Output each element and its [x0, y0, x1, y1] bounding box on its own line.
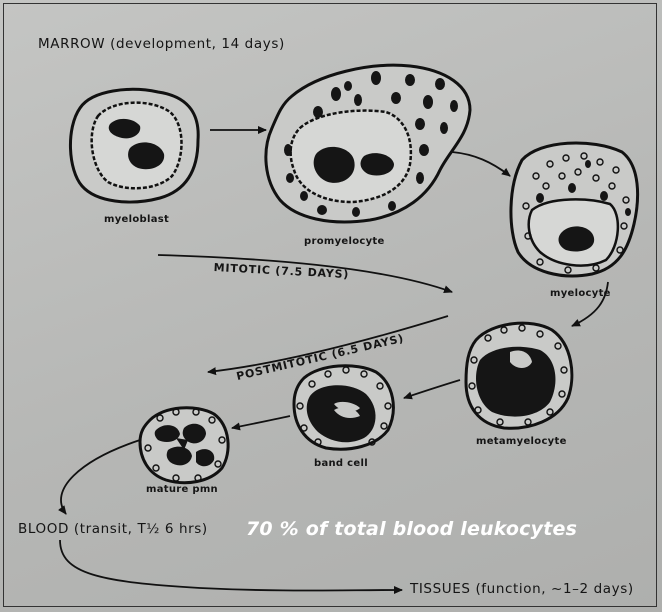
blood-label: BLOOD (transit, T½ 6 hrs) [18, 521, 208, 537]
arrow-postmitotic-phase [208, 316, 448, 372]
blood-leukocyte-highlight: 70 % of total blood leukocytes [246, 518, 577, 540]
arrow-metamyelocyte-to-band [404, 380, 460, 398]
arrow-blood-to-tissues [60, 540, 402, 591]
promyelocyte-label: promyelocyte [304, 236, 385, 247]
myelocyte-cell [511, 143, 638, 276]
arrow-promyelocyte-to-myelocyte [452, 152, 510, 176]
marrow-label: MARROW (development, 14 days) [38, 36, 285, 52]
mature-pmn-label: mature pmn [146, 484, 218, 495]
arrow-band-to-pmn [232, 416, 290, 428]
metamyelocyte-cell [466, 323, 572, 428]
tissues-label: TISSUES (function, ~1–2 days) [410, 581, 634, 597]
myeloblast-label: myeloblast [104, 214, 169, 225]
metamyelocyte-label: metamyelocyte [476, 436, 567, 447]
promyelocyte-cell [266, 65, 470, 222]
mature-pmn-cell [140, 408, 228, 483]
band-cell [294, 366, 393, 449]
myelocyte-label: myelocyte [550, 288, 611, 299]
band-cell-label: band cell [314, 458, 368, 469]
myeloblast-cell [70, 89, 198, 202]
arrow-pmn-to-blood [61, 440, 140, 514]
